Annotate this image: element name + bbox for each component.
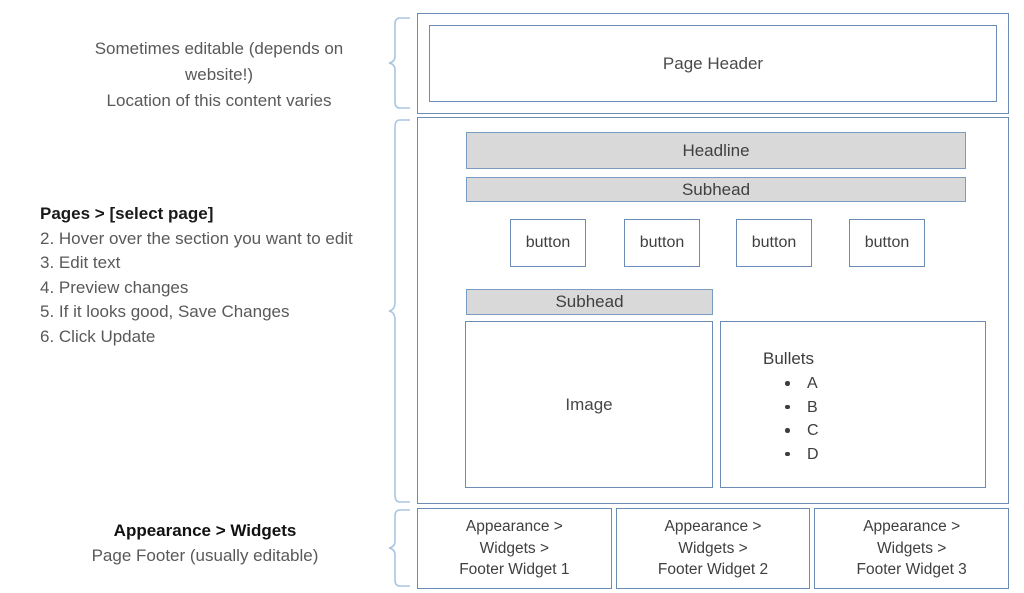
- button-2[interactable]: button: [624, 219, 700, 267]
- list-item: D: [785, 443, 985, 467]
- list-item: A: [785, 372, 985, 396]
- page-header-region: Page Header: [417, 13, 1009, 114]
- page-mockup: Page Header Headline Subhead button butt…: [417, 0, 1010, 593]
- headline-bar[interactable]: Headline: [466, 132, 966, 169]
- footer-widget-1-line1: Appearance >: [465, 518, 563, 536]
- bullets-title: Bullets: [763, 349, 815, 368]
- image-placeholder-label: Image: [565, 394, 613, 414]
- bullet-dot-icon: [785, 451, 790, 456]
- page-header-block[interactable]: Page Header: [429, 25, 997, 102]
- subhead-bar-2[interactable]: Subhead: [466, 289, 713, 315]
- bullet-item-label: A: [807, 375, 818, 392]
- annotation-step-2: 2. Hover over the section you want to ed…: [40, 228, 353, 248]
- button-4-label: button: [864, 234, 910, 251]
- page-header-label: Page Header: [662, 53, 764, 73]
- list-item: C: [785, 419, 985, 443]
- bullet-item-label: D: [807, 445, 819, 463]
- footer-widget-2-line3: Footer Widget 2: [657, 561, 769, 579]
- headline-label: Headline: [682, 140, 750, 160]
- button-2-label: button: [639, 234, 685, 251]
- annotation-step-4: 4. Preview changes: [40, 277, 189, 297]
- subhead-2-label: Subhead: [555, 292, 624, 311]
- image-placeholder[interactable]: Image: [465, 321, 713, 488]
- bullet-item-label: C: [807, 422, 819, 439]
- annotation-header-note: Sometimes editable (depends on website!)…: [60, 36, 378, 114]
- button-1[interactable]: button: [510, 219, 586, 267]
- bullets-list: A B C D: [763, 372, 985, 466]
- annotation-header-line2: Location of this content varies: [106, 91, 332, 110]
- footer-widget-2[interactable]: Appearance > Widgets > Footer Widget 2: [615, 508, 811, 589]
- bullet-item-label: B: [807, 398, 818, 416]
- button-1-label: button: [525, 234, 571, 251]
- footer-widget-2-line1: Appearance >: [664, 518, 762, 536]
- annotation-step-3: 3. Edit text: [40, 253, 121, 273]
- footer-widget-3[interactable]: Appearance > Widgets > Footer Widget 3: [814, 508, 1010, 589]
- button-4[interactable]: button: [849, 219, 925, 267]
- footer-widget-3-line3: Footer Widget 3: [856, 561, 967, 579]
- bullets-block[interactable]: Bullets A B C D: [720, 321, 986, 488]
- bullet-dot-icon: [785, 428, 790, 433]
- footer-widget-1-line3: Footer Widget 1: [459, 561, 570, 579]
- brace-header-icon: [386, 16, 412, 110]
- list-item: B: [785, 396, 985, 420]
- annotation-body-lead: Pages > [select page]: [40, 204, 214, 223]
- footer-widget-1[interactable]: Appearance > Widgets > Footer Widget 1: [417, 508, 612, 589]
- annotation-body-steps: Pages > [select page] 2. Hover over the …: [40, 202, 392, 350]
- annotation-step-6: 6. Click Update: [40, 326, 156, 346]
- annotation-footer-note: Appearance > Widgets Page Footer (usuall…: [40, 518, 370, 568]
- footer-widget-2-line2: Widgets >: [678, 539, 748, 557]
- footer-widget-3-line2: Widgets >: [877, 539, 947, 557]
- annotation-header-line1: Sometimes editable (depends on website!): [94, 39, 344, 84]
- subhead-1-label: Subhead: [681, 179, 751, 199]
- bullet-dot-icon: [785, 381, 790, 386]
- page-footer-region: Appearance > Widgets > Footer Widget 1 A…: [417, 508, 1010, 589]
- page-body-region: Headline Subhead button button button bu…: [417, 117, 1009, 504]
- annotation-step-5: 5. If it looks good, Save Changes: [40, 302, 290, 322]
- footer-widget-1-line2: Widgets >: [479, 539, 550, 557]
- bullet-dot-icon: [785, 404, 790, 409]
- brace-footer-icon: [386, 508, 412, 588]
- footer-widget-3-line1: Appearance >: [863, 518, 961, 536]
- annotation-footer-lead: Appearance > Widgets: [113, 521, 297, 540]
- subhead-bar-1[interactable]: Subhead: [466, 177, 966, 202]
- annotation-footer-detail: Page Footer (usually editable): [91, 546, 319, 565]
- button-3-label: button: [751, 234, 797, 251]
- button-3[interactable]: button: [736, 219, 812, 267]
